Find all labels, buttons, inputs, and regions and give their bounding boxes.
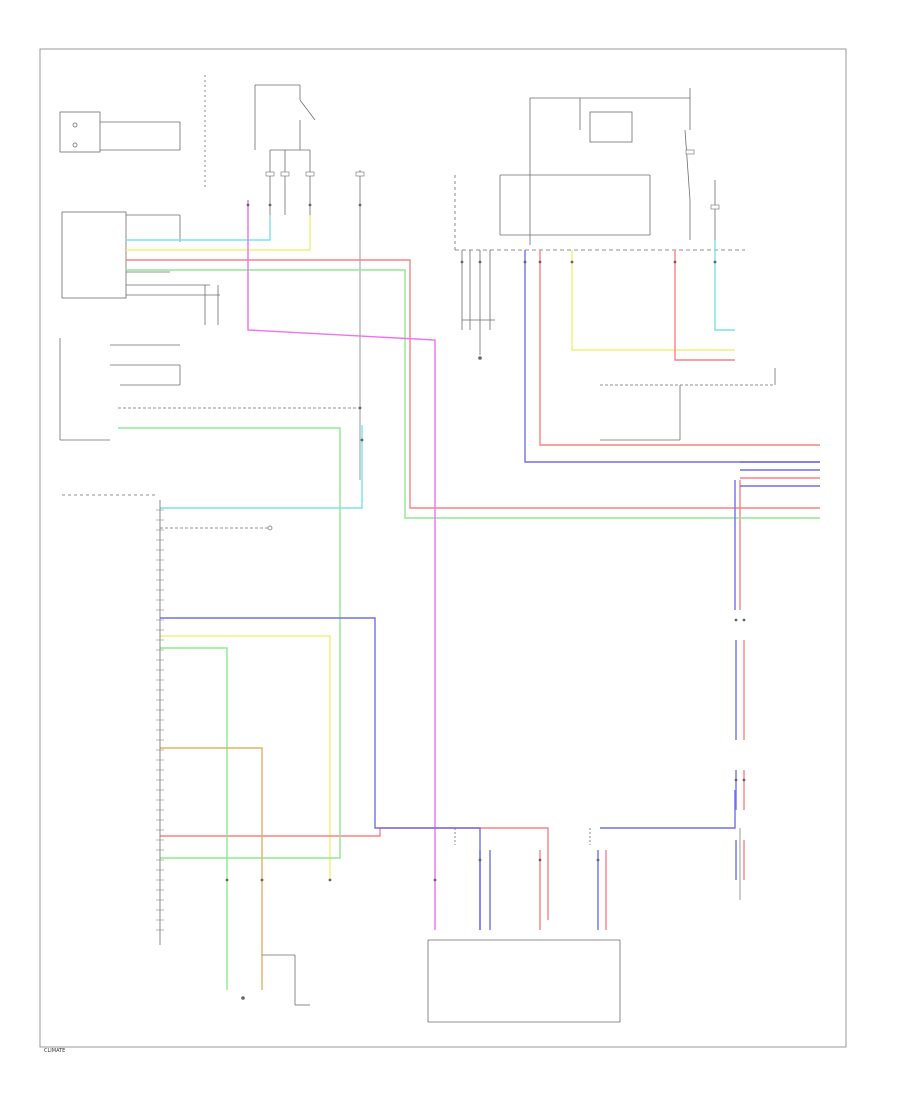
- a-c-auto-amp-connector: [62, 494, 161, 945]
- front-passenger-window-switch: [59, 111, 181, 153]
- fuse-box-outputs: [461, 250, 776, 441]
- yellow-wire: [126, 215, 735, 880]
- fuse-symbols-left: [265, 171, 365, 177]
- ground-wire-amp: [160, 525, 273, 531]
- connector-markers: [225, 203, 746, 1000]
- right-harness-lines: [735, 640, 745, 900]
- footer-code: CLIMATE: [44, 1048, 65, 1054]
- a-c-auto-amp-pins: [156, 509, 164, 931]
- green-wire: [118, 269, 820, 990]
- magenta-wire: [247, 200, 436, 930]
- cyan-wire: [126, 215, 735, 509]
- combination-meter-wiring: [118, 240, 361, 480]
- air-mix-motor-wires: [479, 850, 607, 930]
- ecm-connector: [59, 211, 220, 441]
- bottom-left-sensors: [262, 954, 310, 1006]
- power-distribution-left: [204, 75, 361, 240]
- fuse-relay-box: [454, 88, 745, 330]
- orange-wire: [160, 747, 263, 990]
- diagram-frame: [39, 48, 847, 1048]
- fuse-symbols-right: [685, 149, 720, 210]
- right-bundle-ends: [740, 461, 820, 487]
- air-mix-motor-box: [427, 828, 621, 1023]
